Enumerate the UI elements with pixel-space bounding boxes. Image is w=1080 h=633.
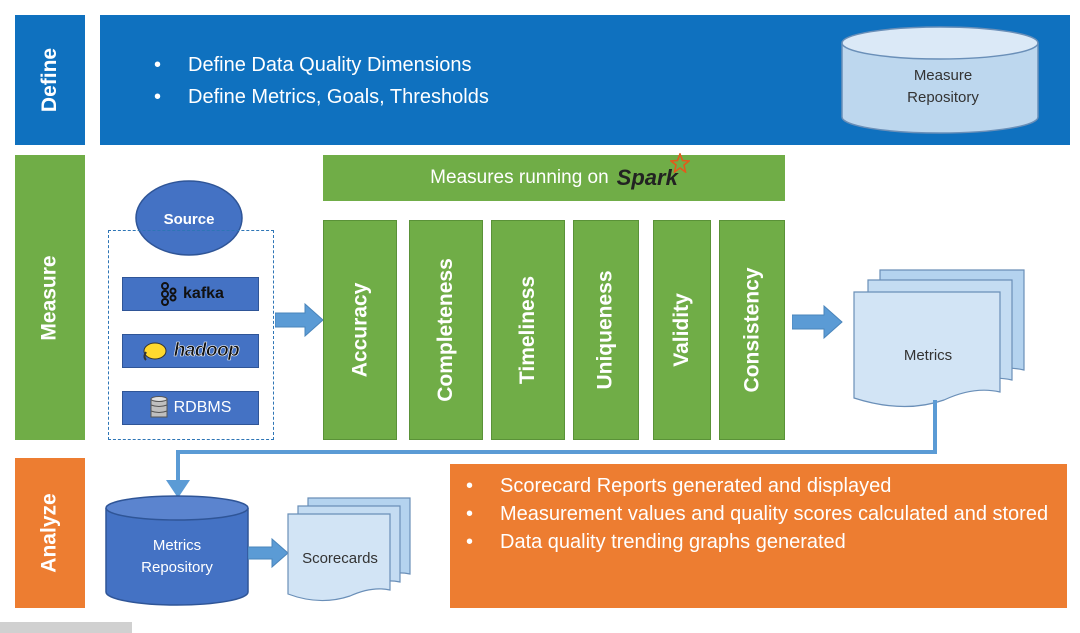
- spark-banner: Measures running on Spark: [323, 153, 785, 201]
- define-bullet: Define Metrics, Goals, Thresholds: [154, 81, 489, 113]
- source-label: Source: [164, 211, 215, 228]
- hadoop-elephant-icon: [143, 342, 167, 361]
- scorecards-label: Scorecards: [302, 550, 378, 567]
- dimension-timeliness: Timeliness: [491, 220, 565, 440]
- analyze-bullets: Scorecard Reports generated and displaye…: [466, 472, 1056, 556]
- spark-banner-text: Measures running on: [430, 167, 609, 188]
- dimension-validity: Validity: [653, 220, 711, 440]
- measure-repository-line: Measure: [914, 67, 972, 84]
- rdbms-label: RDBMS: [173, 399, 232, 416]
- metrics-repository-cylinder: Metrics Repository: [105, 495, 249, 606]
- define-stage-label: Define: [15, 15, 85, 145]
- define-bullets: Define Data Quality Dimensions Define Me…: [154, 49, 489, 113]
- arrow-repository-to-scorecards: [248, 537, 289, 569]
- source-rdbms: RDBMS: [122, 391, 259, 425]
- analyze-stage-label: Analyze: [15, 458, 85, 608]
- metrics-label: Metrics: [904, 347, 952, 364]
- analyze-bullet: Data quality trending graphs generated: [466, 528, 1056, 556]
- scorecards-documents: Scorecards: [287, 497, 411, 602]
- measure-repository-cylinder: Measure Repository: [841, 26, 1039, 134]
- source-hadoop: hadoop: [122, 334, 259, 368]
- dimension-accuracy: Accuracy: [323, 220, 397, 440]
- source-group: [108, 230, 274, 440]
- connector-metrics-to-repository: [166, 400, 937, 498]
- spark-logo: Spark: [617, 153, 690, 191]
- dimension-consistency: Consistency: [719, 220, 785, 440]
- dimension-uniqueness: Uniqueness: [573, 220, 639, 440]
- analyze-bullet: Measurement values and quality scores ca…: [466, 500, 1056, 528]
- hadoop-label: hadoop: [173, 340, 240, 362]
- source-bubble: Source: [135, 180, 243, 256]
- measure-repository-line: Repository: [907, 89, 979, 106]
- source-kafka: kafka: [122, 277, 259, 311]
- analyze-panel: Scorecard Reports generated and displaye…: [450, 464, 1067, 608]
- measure-stage-label: Measure: [15, 155, 85, 440]
- database-icon: [150, 396, 168, 418]
- analyze-bullet: Scorecard Reports generated and displaye…: [466, 472, 1056, 500]
- dimension-completeness: Completeness: [409, 220, 483, 440]
- kafka-icon: [161, 282, 177, 306]
- kafka-label: kafka: [183, 285, 224, 302]
- spark-star-icon: [669, 153, 690, 173]
- metrics-repository-line: Repository: [141, 559, 213, 576]
- arrow-measures-to-metrics: [792, 304, 843, 340]
- define-bullet: Define Data Quality Dimensions: [154, 49, 489, 81]
- metrics-documents: Metrics: [853, 269, 1025, 408]
- metrics-repository-line: Metrics: [153, 537, 201, 554]
- footer-gray-bar: [0, 622, 132, 633]
- arrow-source-to-measures: [275, 302, 324, 338]
